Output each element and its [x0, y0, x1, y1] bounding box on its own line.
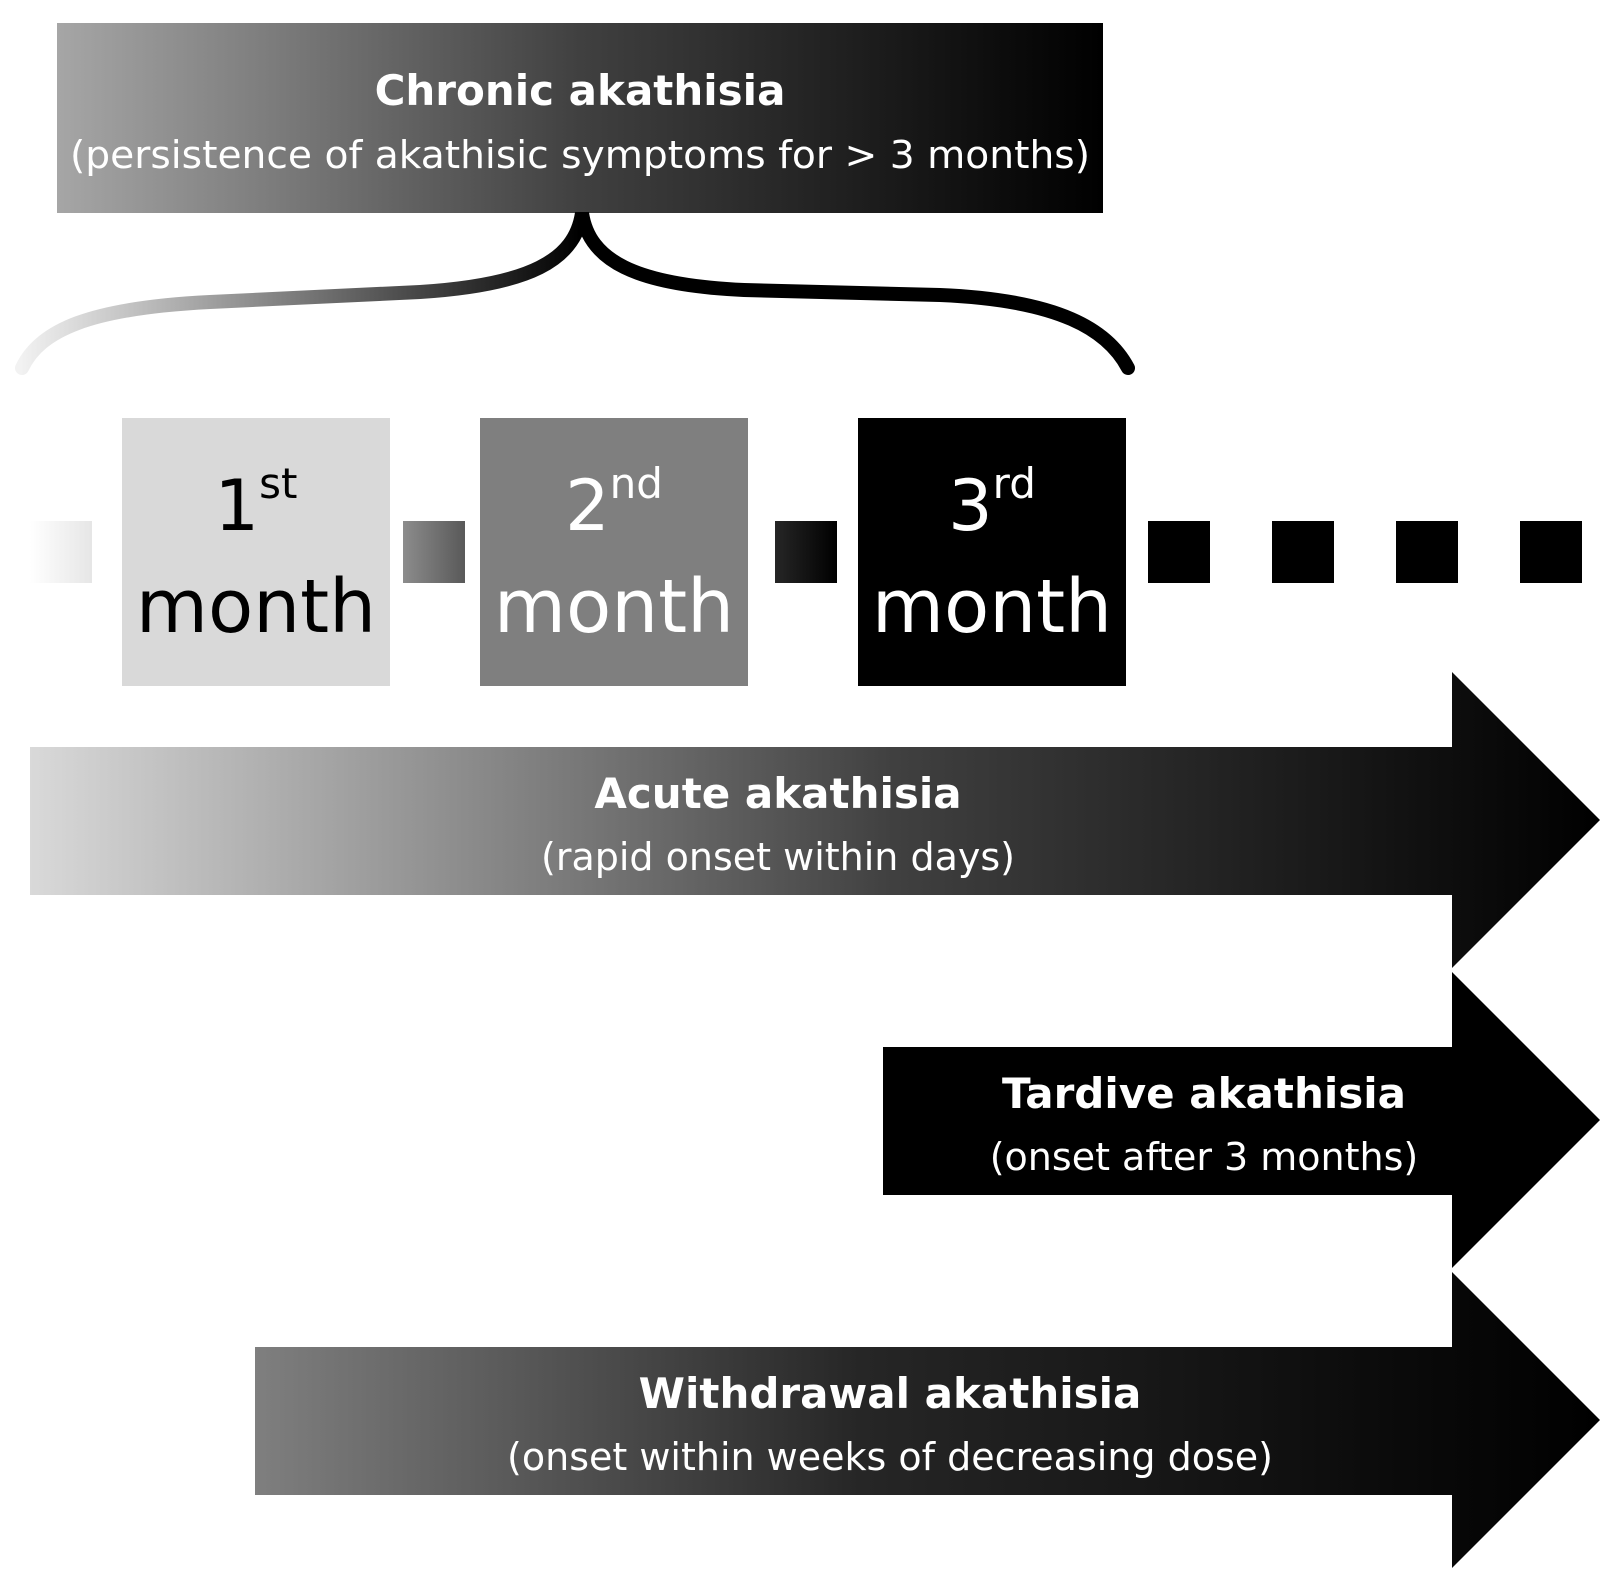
timeline-dot [30, 521, 92, 583]
month-box-3: 3rd month [858, 418, 1126, 686]
month-box-2: 2nd month [480, 418, 748, 686]
timeline-dot [775, 521, 837, 583]
timeline-dot [1520, 521, 1582, 583]
chronic-subtitle: (persistence of akathisic symptoms for >… [70, 133, 1090, 177]
tardive-title: Tardive akathisia [1002, 1069, 1406, 1118]
acute-akathisia-arrow: Acute akathisia (rapid onset within days… [30, 672, 1600, 968]
month-ordinal: 2nd [565, 459, 663, 547]
withdrawal-subtitle: (onset within weeks of decreasing dose) [507, 1435, 1273, 1479]
timeline-dot [1272, 521, 1334, 583]
timeline-dot [403, 521, 465, 583]
chronic-akathisia-box: Chronic akathisia (persistence of akathi… [57, 23, 1103, 213]
tardive-subtitle: (onset after 3 months) [990, 1135, 1419, 1179]
timeline-dots [30, 521, 1582, 583]
month-ordinal: 1st [215, 459, 298, 547]
withdrawal-title: Withdrawal akathisia [639, 1369, 1142, 1418]
month-box-1: 1st month [122, 418, 390, 686]
withdrawal-akathisia-arrow: Withdrawal akathisia (onset within weeks… [255, 1272, 1600, 1568]
timeline-dot [1396, 521, 1458, 583]
month-ordinal: 3rd [948, 459, 1036, 547]
timeline-dot [1148, 521, 1210, 583]
acute-title: Acute akathisia [594, 769, 961, 818]
chronic-title: Chronic akathisia [375, 66, 786, 115]
curly-brace [15, 211, 1135, 375]
tardive-akathisia-arrow: Tardive akathisia (onset after 3 months) [883, 972, 1600, 1268]
month-label: month [494, 564, 734, 650]
month-label: month [136, 564, 376, 650]
acute-subtitle: (rapid onset within days) [541, 835, 1015, 879]
month-label: month [872, 564, 1112, 650]
